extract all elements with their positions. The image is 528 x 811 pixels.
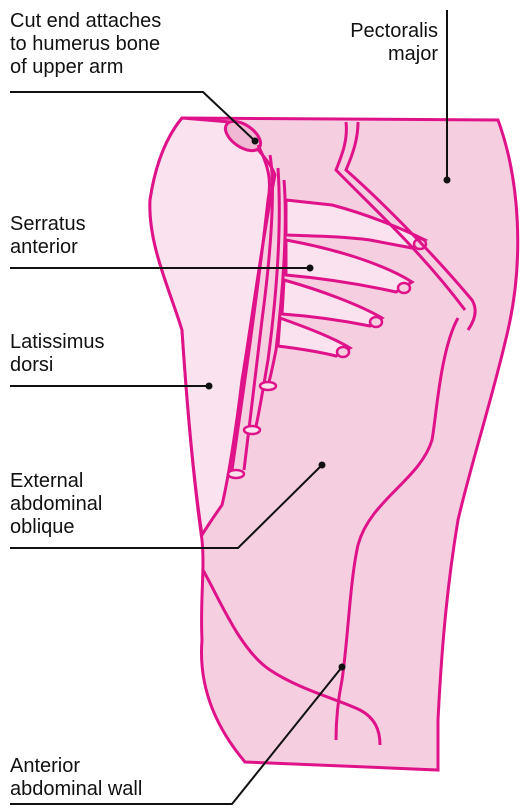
serratus-tip-3 [370,317,382,327]
band-end-2 [244,426,260,434]
serratus-tip-4 [337,347,349,357]
band-end-3 [260,382,276,390]
latissimus-label: Latissimus dorsi [10,331,104,377]
band-end-1 [228,470,244,478]
serratus-label: Serratus anterior [10,213,86,259]
pectoralis-label: Pectoralis major [350,20,438,66]
external-oblique-label: External abdominal oblique [10,470,102,539]
serratus-tip-2 [398,283,410,293]
cut-end-label: Cut end attaches to humerus bone of uppe… [10,10,161,79]
anterior-wall-label: Anterior abdominal wall [10,755,142,801]
